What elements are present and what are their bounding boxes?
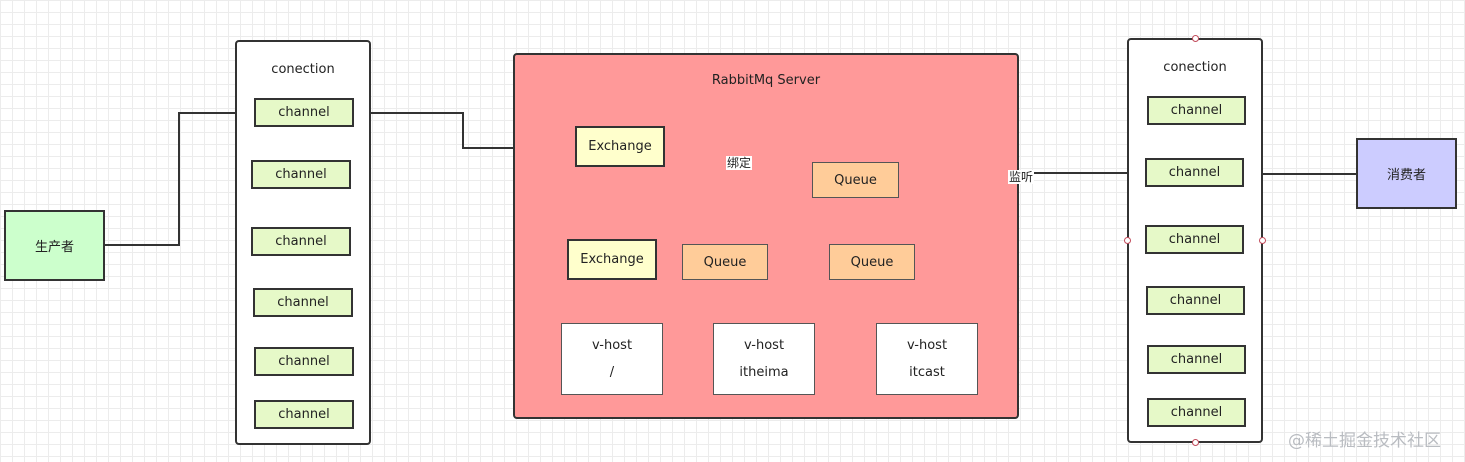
left-connection-title: conection [271,62,335,77]
left-channel-6[interactable]: channel [254,400,354,429]
vhost-itheima-name: itheima [739,365,789,380]
selection-handle-left[interactable] [1124,237,1131,244]
right-channel-1[interactable]: channel [1147,96,1246,125]
left-channel-2[interactable]: channel [251,160,351,189]
right-channel-6[interactable]: channel [1147,398,1246,427]
vhost-root-name: / [609,365,615,380]
left-channel-4[interactable]: channel [253,288,353,317]
consumer-node[interactable]: 消费者 [1356,138,1457,209]
right-channel-5[interactable]: channel [1147,345,1246,374]
producer-node[interactable]: 生产者 [4,210,105,281]
right-channel-3[interactable]: channel [1145,225,1244,254]
server-title: RabbitMq Server [711,73,821,88]
right-channel-2[interactable]: channel [1145,158,1244,187]
producer-label: 生产者 [34,240,74,255]
vhost-itcast-name: itcast [909,365,945,380]
exchange-bound[interactable]: Exchange [575,126,665,167]
vhost-itheima-title: v-host [743,338,785,353]
vhost-root-title: v-host [591,338,633,353]
watermark: @稀土掘金技术社区 [1288,431,1441,451]
right-channel-4[interactable]: channel [1146,286,1245,315]
producer-to-channel-link [104,109,254,246]
left-channel-3[interactable]: channel [251,227,351,256]
selection-handle-top[interactable] [1192,35,1199,42]
left-channel-1[interactable]: channel [254,98,354,127]
consumer-label: 消费者 [1386,168,1426,183]
queue-3[interactable]: Queue [829,244,915,280]
right-connection-title: conection [1163,60,1227,75]
queue-bound[interactable]: Queue [812,162,899,198]
selection-handle-bottom[interactable] [1192,439,1199,446]
vhost-root[interactable]: v-host / [561,323,663,395]
queue-2[interactable]: Queue [682,244,768,280]
binding-edge-label: 绑定 [726,156,753,170]
exchange-2[interactable]: Exchange [567,239,657,280]
vhost-itheima[interactable]: v-host itheima [713,323,815,395]
vhost-itcast[interactable]: v-host itcast [876,323,978,395]
left-channel-5[interactable]: channel [254,347,354,376]
vhost-itcast-title: v-host [906,338,948,353]
selection-handle-right[interactable] [1259,237,1266,244]
listen-edge-label: 监听 [1008,170,1035,184]
